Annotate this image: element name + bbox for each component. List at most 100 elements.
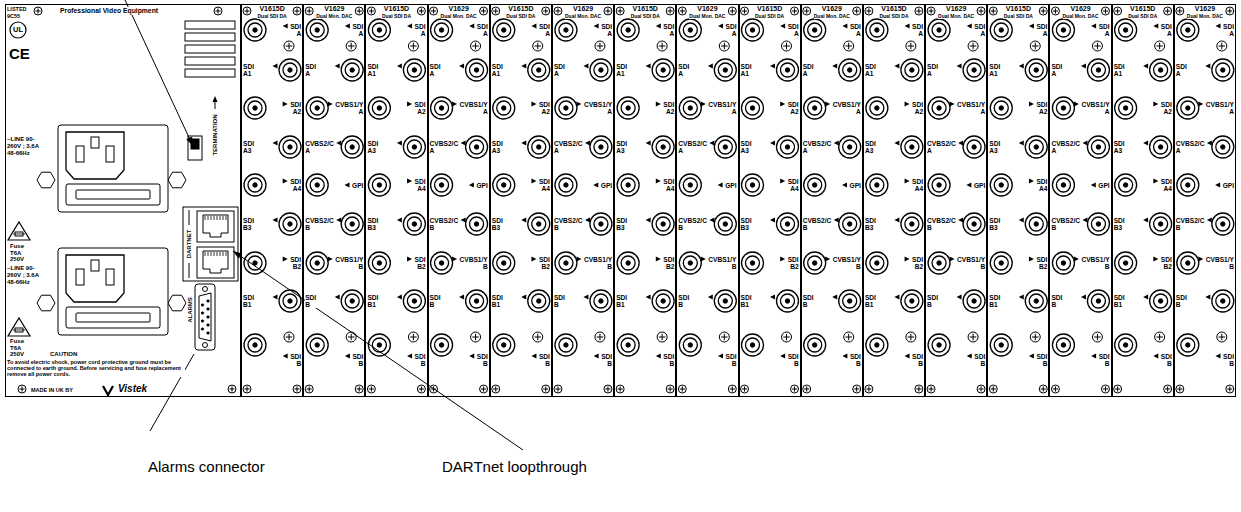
screw-cross	[1167, 8, 1168, 13]
bnc-connector	[714, 136, 736, 158]
screw-head	[906, 332, 916, 342]
screw-cross	[973, 43, 974, 50]
bnc-connector	[555, 19, 577, 41]
screw-cross	[1117, 386, 1118, 391]
bnc-connector	[431, 252, 453, 274]
screw-head	[1114, 385, 1122, 393]
bnc-socket	[310, 23, 324, 37]
bnc-connector	[590, 59, 612, 81]
signal-direction-arrow	[583, 294, 588, 299]
bnc-socket	[1154, 63, 1168, 77]
rj45-opening	[203, 251, 228, 273]
bnc-pin	[1186, 106, 1190, 110]
bnc-connector	[590, 213, 612, 235]
bnc-connector	[928, 252, 950, 274]
module-card: V1615DDual SDI DASDI ASDI A1SDI A2SDI A3…	[987, 4, 1049, 397]
port-label: SDI A	[927, 63, 939, 77]
bnc-socket	[994, 256, 1008, 270]
bnc-pin	[537, 145, 541, 149]
screw-cross	[670, 8, 671, 13]
bnc-connector	[555, 334, 577, 356]
bnc-socket	[746, 256, 760, 270]
screw-head	[480, 7, 488, 15]
module-type: Dual SDI DA	[1004, 13, 1033, 19]
signal-direction-arrow	[646, 140, 651, 145]
bnc-connector	[901, 136, 923, 158]
screw-cross	[1035, 43, 1036, 50]
bnc-socket	[310, 256, 324, 270]
port-label: CVBS2/C A	[678, 140, 708, 154]
signal-direction-arrow	[967, 353, 972, 358]
port-label: GPI	[1222, 182, 1234, 189]
rj45-contact	[208, 252, 209, 256]
bnc-connector	[901, 213, 923, 235]
bnc-connector	[777, 59, 799, 81]
signal-direction-arrow	[646, 63, 651, 68]
screw-cross	[1055, 386, 1056, 391]
port-label: CVBS2/C A	[803, 140, 833, 154]
bnc-socket	[843, 63, 857, 77]
bnc-socket	[656, 63, 670, 77]
screw-cross	[973, 334, 974, 341]
screw-head	[791, 7, 799, 15]
bnc-pin	[910, 145, 914, 149]
bnc-pin	[937, 261, 941, 265]
port-label: SDI B3	[741, 217, 753, 231]
signal-direction-arrow	[407, 256, 412, 261]
bnc-socket	[967, 63, 981, 77]
module-type: Dual SDI DA	[879, 13, 908, 19]
bnc-pin	[972, 145, 976, 149]
fuse-symbol	[13, 330, 25, 331]
bnc-pin	[1221, 68, 1225, 72]
socket-pin	[106, 269, 114, 285]
screw-head	[844, 332, 854, 342]
signal-direction-arrow	[469, 23, 474, 28]
bnc-pin	[1096, 145, 1100, 149]
bnc-pin	[812, 106, 816, 110]
screw-head	[865, 385, 873, 393]
signal-direction-arrow	[709, 217, 714, 222]
port-label: SDI B1	[367, 294, 379, 308]
port-label: CVBS2/C A	[1051, 140, 1081, 154]
signal-direction-arrow	[345, 23, 350, 28]
bnc-pin	[1096, 222, 1100, 226]
port-label: CVBS1/Y B	[707, 256, 736, 270]
bnc-socket	[932, 256, 946, 270]
bnc-connector	[963, 59, 985, 81]
screw-cross	[670, 386, 671, 391]
bnc-socket	[248, 178, 262, 192]
screw-head	[355, 385, 363, 393]
bnc-socket	[994, 178, 1008, 192]
model-number: V1615D	[508, 5, 533, 13]
bnc-connector	[617, 174, 639, 196]
port-label: CVBS1/Y A	[334, 101, 363, 115]
signal-direction-arrow	[958, 140, 963, 145]
signal-direction-arrow	[966, 182, 971, 187]
screw-cross	[993, 386, 994, 391]
bnc-pin	[972, 299, 976, 303]
bnc-socket	[345, 294, 359, 308]
bnc-pin	[937, 106, 941, 110]
signal-direction-arrow	[958, 217, 963, 222]
module-card: V1629Dual Mon. DACSDI ASDI ACVBS1/Y ACVB…	[1049, 4, 1111, 397]
bnc-socket	[372, 338, 386, 352]
signal-direction-arrow	[585, 217, 590, 222]
screw-head	[915, 385, 923, 393]
bnc-pin	[1034, 145, 1038, 149]
port-label: SDI B	[803, 294, 815, 308]
bnc-pin	[288, 222, 292, 226]
bnc-connector	[279, 290, 301, 312]
signal-direction-arrow	[531, 178, 536, 183]
module-type: Dual Mon. DAC	[814, 13, 850, 19]
port-label: SDI A4	[289, 178, 301, 192]
bnc-socket	[248, 23, 262, 37]
module-type: Dual Mon. DAC	[1062, 13, 1098, 19]
model-number: V1615D	[633, 5, 658, 13]
screw-cross	[421, 386, 422, 391]
bnc-connector	[804, 19, 826, 41]
bnc-pin	[474, 145, 478, 149]
callout-label: DARTnet loopthrough	[442, 458, 587, 475]
bnc-socket	[532, 294, 546, 308]
alarms-connector	[195, 284, 215, 350]
screw-head	[542, 7, 550, 15]
